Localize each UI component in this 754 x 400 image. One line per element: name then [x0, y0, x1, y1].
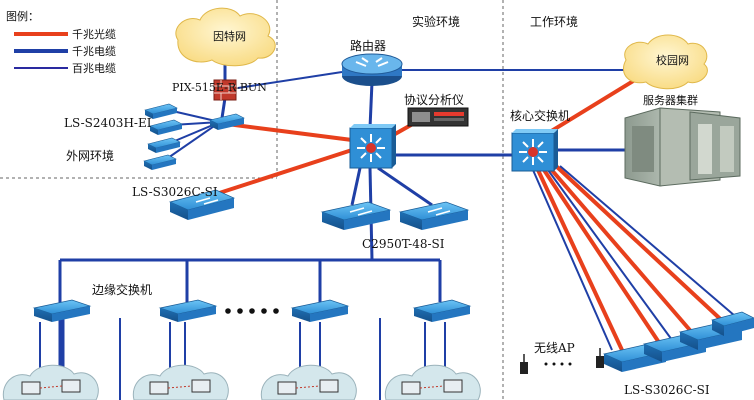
ls-s3026-left-label: LS-S3026C-SI [132, 185, 218, 199]
work-core-switch: 核心交换机 [510, 108, 570, 172]
c2950-switch-1 [320, 201, 392, 230]
router-label: 路由器 [350, 38, 386, 53]
wireless-ap-icon-left [520, 354, 528, 374]
ls-s3026-right-stack: LS-S3026C-SI [602, 311, 754, 397]
external-switch-label: LS-S2403H-EI [64, 116, 152, 130]
analyzer-label: 协议分析仪 [404, 92, 464, 107]
campus-cloud: 校园网 [623, 34, 708, 90]
legend-label-100m-copper: 百兆电缆 [72, 62, 116, 75]
legend-title: 图例： [6, 9, 39, 23]
client-cloud-3 [260, 364, 357, 400]
client-cloud-2 [132, 364, 229, 400]
edge-switch-3 [290, 299, 350, 322]
wireless-label: 无线AP [534, 341, 575, 355]
zone-borders [0, 0, 504, 400]
firewall: PIX-515E-R-BUN [172, 79, 267, 101]
links [39, 60, 743, 400]
protocol-analyzer: 协议分析仪 [404, 92, 469, 127]
external-switch-cluster: LS-S2403H-EI [64, 103, 245, 170]
lab-core-switch [349, 124, 396, 169]
legend-label-gigabit-copper: 千兆电缆 [72, 45, 116, 58]
ls-s3026-left-switch [168, 189, 236, 220]
internet-cloud: 因特网 [175, 7, 276, 67]
ls-s3026-right-label: LS-S3026C-SI [624, 383, 710, 397]
c2950-switch-2 [398, 201, 470, 230]
legend-label-fiber: 千兆光缆 [72, 27, 116, 41]
legend: 图例： 千兆光缆 千兆电缆 百兆电缆 [6, 9, 116, 75]
servers-label: 服务器集群 [643, 93, 698, 107]
edge-switch-4 [412, 299, 472, 322]
internet-label: 因特网 [213, 29, 246, 43]
zone-label-lab: 实验环境 [412, 14, 460, 29]
client-cloud-4 [384, 364, 481, 400]
campus-label: 校园网 [656, 53, 689, 67]
firewall-label: PIX-515E-R-BUN [172, 81, 267, 94]
client-cloud-1 [2, 364, 99, 400]
zone-label-work: 工作环境 [530, 14, 578, 29]
edge-switch-1 [32, 299, 92, 322]
edge-switch-2 [158, 299, 218, 322]
work-core-label: 核心交换机 [510, 108, 570, 123]
edge-switch-label: 边缘交换机 [92, 282, 152, 297]
router-icon: 路由器 [341, 38, 403, 86]
server-cluster: 服务器集群 [624, 93, 741, 187]
wireless-ap-icon-right [596, 348, 604, 368]
wireless-ap: 无线AP [520, 341, 604, 374]
ellipsis-dots [225, 308, 279, 314]
c2950-label: C2950T-48-SI [362, 237, 445, 251]
zone-label-external: 外网环境 [66, 148, 114, 163]
